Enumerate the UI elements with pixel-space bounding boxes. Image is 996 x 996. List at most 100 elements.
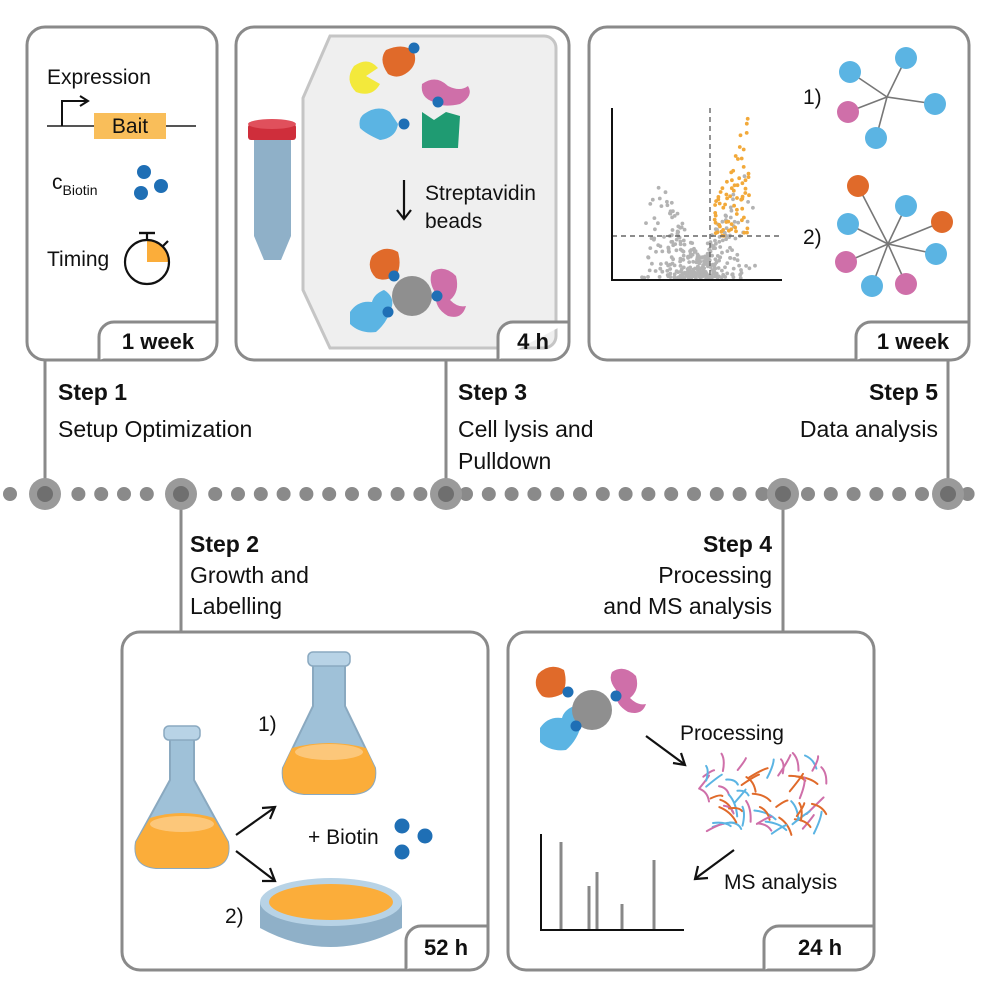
volcano-plot: [611, 108, 782, 281]
volcano-point: [664, 261, 669, 265]
volcano-point: [686, 256, 690, 260]
volcano-point: [736, 220, 741, 225]
volcano-point: [746, 200, 750, 204]
peptide-fragment: [791, 752, 800, 772]
volcano-point-significant: [741, 147, 746, 152]
volcano-point: [697, 261, 702, 266]
volcano-point-significant: [720, 186, 725, 191]
timeline-dot: [550, 487, 565, 501]
starter-flask-icon: [134, 725, 230, 869]
volcano-point: [679, 269, 683, 274]
volcano-point-significant: [718, 190, 723, 194]
volcano-point: [713, 257, 718, 262]
volcano-point: [725, 271, 730, 276]
peptide-fragment: [705, 773, 723, 788]
peptide-fragment: [777, 754, 792, 777]
volcano-point: [704, 276, 708, 280]
volcano-point: [700, 255, 705, 260]
step-5-title: Data analysis: [800, 416, 938, 442]
interaction-network-2: [835, 175, 953, 297]
peptide-fragment: [728, 821, 743, 830]
peptide-fragment: [793, 818, 812, 829]
volcano-point: [724, 226, 729, 231]
volcano-point: [646, 275, 650, 279]
timeline-dot: [276, 487, 291, 501]
volcano-point: [652, 216, 657, 221]
agar-plate-icon: [260, 878, 402, 947]
volcano-point: [665, 199, 669, 204]
timeline-dot: [3, 487, 17, 501]
volcano-point: [662, 235, 666, 239]
volcano-point: [682, 227, 687, 232]
bead-complex-icon: [350, 248, 466, 333]
volcano-point-significant: [713, 203, 717, 207]
volcano-point: [705, 241, 710, 246]
volcano-point: [656, 185, 661, 190]
volcano-point: [696, 265, 700, 270]
duration-tab-step-1: [97, 320, 217, 360]
volcano-point: [656, 221, 660, 226]
volcano-point: [698, 274, 703, 279]
timeline-dot: [801, 487, 815, 501]
volcano-point-significant: [742, 230, 747, 235]
biotin-addition-label: + Biotin: [308, 826, 379, 849]
volcano-point: [728, 245, 732, 250]
volcano-point-significant: [739, 156, 744, 161]
volcano-point: [720, 250, 724, 255]
volcano-point: [688, 268, 692, 273]
volcano-point-significant: [718, 224, 722, 229]
peptide-fragment: [712, 821, 732, 828]
volcano-point: [713, 238, 717, 243]
volcano-point: [648, 202, 653, 206]
network-2-label: 2): [803, 226, 822, 249]
volcano-point-significant: [734, 229, 738, 234]
volcano-point-significant: [746, 171, 751, 176]
volcano-point: [668, 262, 672, 267]
volcano-point: [716, 275, 720, 280]
volcano-point-significant: [745, 230, 749, 235]
peptide-fragment: [801, 814, 815, 830]
volcano-point: [690, 241, 695, 246]
network-1-label: 1): [803, 86, 822, 109]
timeline-dot: [527, 487, 542, 501]
timeline-dot: [345, 487, 359, 501]
volcano-point: [688, 265, 693, 270]
panel-step-2: 1) 2) + Biotin 52 h: [120, 630, 490, 972]
timeline-dot: [915, 487, 929, 501]
peptide-fragment: [798, 776, 806, 800]
step-3-title-line-1: Cell lysis and: [458, 416, 594, 442]
volcano-point: [704, 259, 709, 263]
volcano-point: [646, 255, 650, 259]
prey-protein-blue-icon: [359, 108, 398, 140]
volcano-point-significant: [735, 196, 739, 200]
peptide-fragment: [791, 810, 811, 826]
volcano-point: [650, 261, 654, 266]
peptide-fragment: [770, 824, 788, 835]
timeline-dot: [664, 487, 679, 501]
volcano-point: [681, 238, 686, 243]
volcano-point-significant: [717, 201, 722, 206]
peptide-fragment: [775, 799, 789, 808]
step-3-label: Step 3 Cell lysis and Pulldown: [458, 379, 594, 474]
peptide-fragment: [718, 806, 738, 824]
prey-protein-green-icon: [422, 112, 460, 148]
volcano-point: [701, 263, 705, 268]
volcano-point: [731, 192, 736, 197]
arrow-to-plate-icon: [235, 850, 275, 881]
timeline-dot: [823, 487, 838, 501]
volcano-point: [716, 266, 721, 270]
volcano-point: [738, 276, 743, 280]
volcano-point: [724, 237, 728, 242]
volcano-point-significant: [733, 154, 738, 158]
volcano-point: [665, 273, 670, 277]
volcano-point: [679, 257, 684, 262]
volcano-point: [731, 197, 735, 202]
step-2-title-line-2: Labelling: [190, 593, 282, 619]
volcano-point: [725, 249, 730, 254]
gene-construct: Bait: [47, 95, 196, 139]
volcano-point-significant: [739, 197, 744, 202]
volcano-point: [717, 255, 722, 260]
volcano-point-significant: [735, 183, 740, 188]
volcano-point-significant: [729, 222, 734, 227]
